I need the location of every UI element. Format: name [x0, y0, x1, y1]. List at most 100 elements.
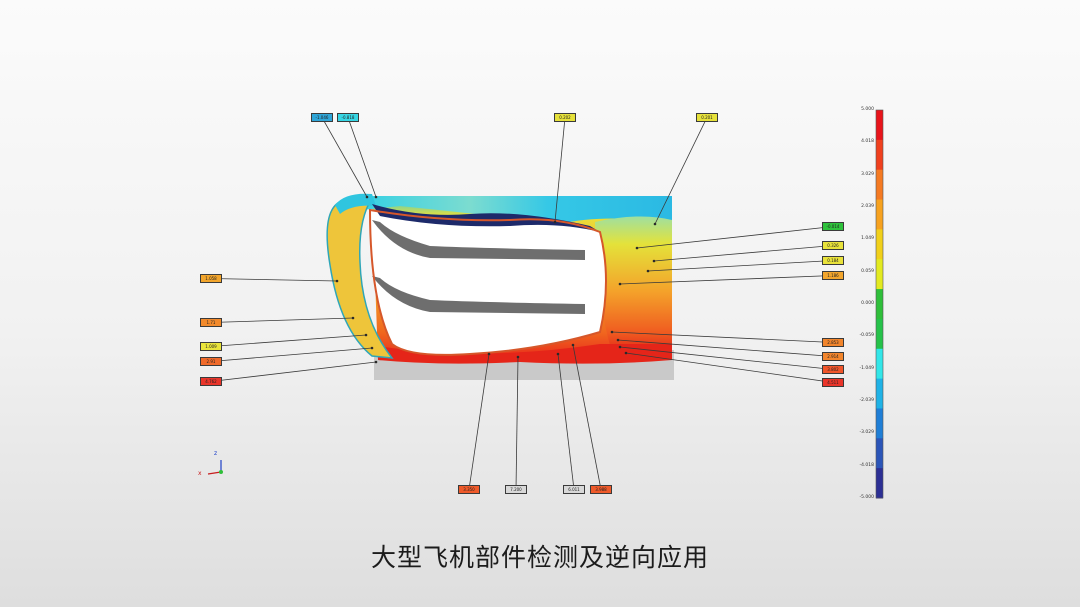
colorbar-segment — [876, 259, 883, 290]
deviation-label[interactable]: -0.014 — [822, 222, 844, 231]
colorbar-tick-label: -0.059 — [859, 333, 874, 339]
deviation-label[interactable]: 2.91 — [200, 357, 222, 366]
colorbar-segment — [876, 468, 883, 499]
measure-point — [653, 222, 657, 226]
leader-line — [617, 339, 834, 357]
measure-point — [635, 246, 639, 250]
measure-point — [652, 259, 656, 263]
leader-line — [554, 117, 566, 223]
leader-line — [515, 356, 519, 490]
leader-line — [619, 275, 834, 285]
measure-point — [553, 220, 557, 224]
deviation-label[interactable]: 4.762 — [200, 377, 222, 386]
measure-point — [487, 352, 491, 356]
colorbar-segment — [876, 408, 883, 439]
part-opening — [370, 210, 606, 355]
stringer-upper — [372, 220, 585, 260]
leader-line — [468, 353, 490, 490]
part-right-panel — [595, 216, 672, 354]
colorbar-tick-label: 0.059 — [861, 268, 874, 274]
leader-line — [210, 317, 354, 323]
deviation-label[interactable]: 3.350 — [458, 485, 480, 494]
part-top-band — [362, 196, 672, 224]
deviation-label[interactable]: 6.011 — [563, 485, 585, 494]
colorbar-segment — [876, 139, 883, 171]
colorbar-segment — [876, 169, 883, 201]
colorbar-segment — [876, 378, 883, 409]
deviation-label[interactable]: 0.202 — [554, 113, 576, 122]
deviation-label[interactable]: 7.200 — [505, 485, 527, 494]
colorbar-segment — [876, 199, 883, 230]
measure-point — [370, 346, 374, 350]
measure-point — [516, 355, 520, 359]
colorbar-tick-label: 1.049 — [861, 236, 874, 242]
colorbar-tick-label: -2.039 — [859, 398, 874, 403]
deviation-label[interactable]: 4.511 — [822, 378, 844, 387]
measure-point — [374, 195, 378, 199]
measure-point — [365, 195, 369, 199]
deviation-label[interactable]: 3.988 — [590, 485, 612, 494]
deviation-label[interactable]: -1.046 — [311, 113, 333, 122]
colorbar-segment — [876, 229, 883, 260]
measure-point — [618, 282, 622, 286]
colorbar-frame — [875, 109, 884, 499]
measure-point — [364, 333, 368, 337]
measure-point — [556, 352, 560, 356]
leader-line — [653, 245, 834, 262]
deviation-label[interactable]: 1.186 — [822, 271, 844, 280]
deviation-label[interactable]: 2.853 — [822, 338, 844, 347]
colorbar-tick-label: 3.029 — [861, 171, 874, 177]
measure-point — [571, 343, 575, 347]
deviation-label[interactable]: 1.058 — [200, 274, 222, 283]
colorbar-tick-label: -1.049 — [859, 365, 874, 371]
leader-line — [611, 331, 834, 343]
deviation-label[interactable]: 0.201 — [696, 113, 718, 122]
measure-point — [351, 316, 355, 320]
deviation-label[interactable]: 0.326 — [822, 241, 844, 250]
colorbar-segment — [876, 318, 883, 350]
colorbar-tick-label: 5.000 — [861, 107, 874, 112]
measure-point — [646, 269, 650, 273]
leader-line — [321, 117, 368, 198]
leader-line — [347, 117, 377, 198]
leader-line — [619, 346, 834, 370]
part-inner-rim — [372, 204, 600, 232]
part-left-ring — [326, 197, 394, 359]
colorbar-tick-label: -5.000 — [859, 495, 874, 500]
leader-line — [572, 344, 602, 490]
deviation-label[interactable]: 1.009 — [200, 342, 222, 351]
measure-point — [335, 279, 339, 283]
part-left-ring-top — [335, 193, 376, 214]
colorbar-segment — [876, 289, 883, 320]
leader-line — [210, 361, 377, 382]
colorbar-segment — [876, 110, 883, 141]
colorbar-tick-label: 4.018 — [861, 139, 874, 145]
measure-point — [624, 351, 628, 355]
part-opening-outline — [368, 208, 607, 356]
leader-line — [557, 353, 575, 490]
leader-line — [654, 117, 708, 225]
measure-point — [616, 338, 620, 342]
axis-triad — [207, 460, 223, 475]
deviation-label[interactable]: -0.818 — [337, 113, 359, 122]
leader-line — [210, 278, 338, 282]
leader-line — [210, 334, 367, 347]
axis-x-label: x — [198, 470, 202, 477]
leader-lines — [210, 117, 834, 490]
deviation-label[interactable]: 2.914 — [822, 352, 844, 361]
part-bottom-edge — [378, 344, 672, 364]
page-caption: 大型飞机部件检测及逆向应用 — [370, 543, 709, 572]
deviation-label[interactable]: 0.184 — [822, 256, 844, 265]
stringer-lower — [372, 276, 585, 314]
colorbar-tick-label: -3.029 — [859, 430, 874, 436]
measure-point — [610, 330, 614, 334]
colorbar-tick-label: 2.039 — [861, 204, 874, 209]
leader-line — [625, 352, 834, 383]
colorbar-tick-label: -4.018 — [859, 462, 874, 468]
deviation-label[interactable]: 3.802 — [822, 365, 844, 374]
colorbar-segment — [876, 348, 883, 380]
axis-z-label: z — [214, 450, 218, 457]
leader-line — [210, 347, 373, 362]
deviation-label[interactable]: 1.71 — [200, 318, 222, 327]
